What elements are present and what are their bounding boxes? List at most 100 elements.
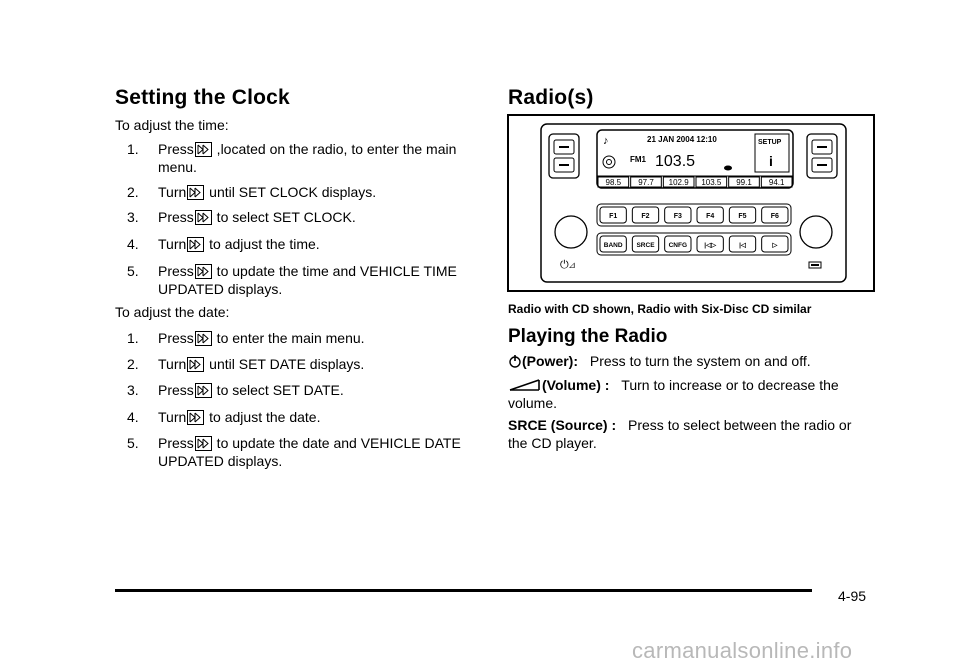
def-power: (Power): Press to turn the system on and…: [508, 352, 868, 370]
step-post: to select SET DATE.: [212, 382, 344, 398]
radio-frequency: 103.5: [655, 153, 695, 170]
step-pre: Press: [158, 141, 194, 157]
step-number: 2.: [127, 184, 139, 200]
step-pre: Turn: [158, 356, 187, 372]
volume-icon: [508, 378, 542, 392]
tune-knob-icon: [194, 142, 212, 157]
tune-knob-icon: [194, 383, 212, 398]
tune-knob-icon: [194, 331, 212, 346]
preset-cell: [630, 176, 662, 188]
control-button: [728, 235, 757, 253]
control-button: [696, 235, 724, 253]
function-button: [761, 206, 789, 224]
preset-cell: [728, 176, 760, 188]
step-post: to adjust the date.: [205, 409, 321, 425]
step-post: to update the time and VEHICLE TIME UPDA…: [158, 263, 457, 297]
step-post: to enter the main menu.: [212, 330, 365, 346]
preset-frequency: 98.5: [606, 178, 622, 187]
tune-knob-icon: [187, 410, 205, 425]
step-number: 4.: [127, 409, 139, 425]
preset-frequency: 94.1: [769, 178, 785, 187]
step-number: 5.: [127, 435, 139, 451]
subtitle-playing-radio: Playing the Radio: [508, 326, 668, 347]
tune-knob-icon: [187, 357, 205, 372]
radio-band: FM1: [630, 155, 647, 164]
function-button: [696, 206, 724, 224]
tune-knob-icon: [187, 237, 205, 252]
function-button-label: F1: [609, 213, 617, 220]
step-number: 1.: [127, 330, 139, 346]
step-pre: Press: [158, 263, 194, 279]
control-button: [761, 235, 789, 253]
control-button-label: BAND: [604, 242, 623, 249]
function-button: [664, 206, 692, 224]
radio-diagram-svg: ♪ 21 JAN 2004 12:10 SETUP i FM1 103.5 98…: [540, 123, 847, 283]
radio-date-time: 21 JAN 2004 12:10: [647, 135, 717, 144]
control-button: [599, 235, 627, 253]
function-button-label: F6: [771, 213, 779, 220]
step-number: 3.: [127, 209, 139, 225]
footer-watermark: carmanualsonline.info: [632, 638, 853, 663]
step-number: 4.: [127, 236, 139, 252]
step-pre: Turn: [158, 409, 187, 425]
function-button-label: F5: [738, 213, 746, 220]
step-post: ,located on the radio, to enter the main…: [158, 141, 457, 175]
intro-adjust-date: To adjust the date:: [115, 304, 230, 320]
step-pre: Press: [158, 435, 194, 451]
control-button-label: ▷: [771, 242, 778, 249]
preset-cell: [662, 176, 695, 188]
step-post: until SET DATE displays.: [205, 356, 365, 372]
intro-adjust-time: To adjust the time:: [115, 117, 229, 133]
control-button-label: SRCE: [636, 242, 655, 249]
control-button: [631, 235, 660, 253]
def-source-desc: Press to select between the radio or the…: [508, 417, 852, 451]
preset-frequency: 97.7: [638, 178, 654, 187]
page-number: 4-95: [838, 588, 867, 604]
step-number: 1.: [127, 141, 139, 157]
preset-frequency: 103.5: [701, 178, 722, 187]
info-icon: i: [769, 153, 773, 169]
section-title-radios: Radio(s): [508, 86, 594, 109]
function-button: [728, 206, 757, 224]
control-button-label: |◁: [739, 242, 747, 249]
def-source: SRCE (Source) : Press to select between …: [508, 416, 868, 452]
step-pre: Press: [158, 382, 194, 398]
control-button-label: |◁▷: [704, 242, 717, 249]
step-pre: Press: [158, 209, 194, 225]
radio-setup-label: SETUP: [758, 139, 782, 146]
def-volume-term: (Volume) :: [542, 377, 610, 393]
page-rule: [115, 589, 812, 592]
def-power-term: (Power):: [522, 353, 578, 369]
tune-knob-icon: [194, 210, 212, 225]
step-post: to select SET CLOCK.: [212, 209, 356, 225]
tune-knob-icon: [194, 264, 212, 279]
function-button-label: F2: [641, 213, 649, 220]
preset-cell: [597, 176, 630, 188]
tune-knob-icon: [194, 436, 212, 451]
function-button-label: F4: [706, 213, 714, 220]
def-volume: (Volume) : Turn to increase or to decrea…: [508, 376, 868, 412]
function-button: [599, 206, 627, 224]
tune-knob-icon: [187, 185, 205, 200]
control-button: [664, 235, 692, 253]
function-button-label: F3: [674, 213, 682, 220]
step-post: to adjust the time.: [205, 236, 320, 252]
section-title-setting-clock: Setting the Clock: [115, 86, 290, 109]
step-pre: Turn: [158, 236, 187, 252]
step-number: 3.: [127, 382, 139, 398]
function-button: [631, 206, 660, 224]
step-post: until SET CLOCK displays.: [205, 184, 377, 200]
def-volume-desc: Turn to increase or to decrease the volu…: [508, 377, 839, 411]
preset-cell: [695, 176, 728, 188]
step-number: 2.: [127, 356, 139, 372]
step-number: 5.: [127, 263, 139, 279]
radio-caption: Radio with CD shown, Radio with Six-Disc…: [508, 302, 812, 316]
preset-cell: [760, 176, 793, 188]
preset-frequency: 102.9: [669, 178, 690, 187]
power-icon: [508, 354, 522, 368]
step-post: to update the date and VEHICLE DATE UPDA…: [158, 435, 461, 469]
control-button-label: CNFG: [669, 242, 687, 249]
preset-frequency: 99.1: [736, 178, 752, 187]
def-power-desc: Press to turn the system on and off.: [589, 353, 811, 369]
def-source-term: SRCE (Source) :: [508, 417, 617, 433]
